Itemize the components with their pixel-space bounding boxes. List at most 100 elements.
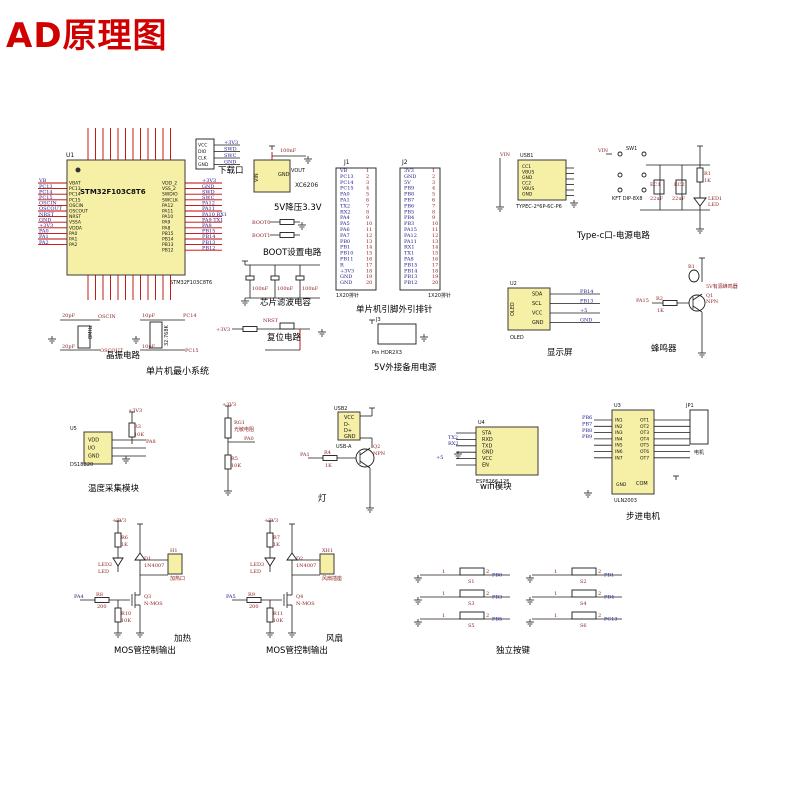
- j1-num: 11: [366, 227, 372, 233]
- buzzer-q: Q1: [706, 293, 713, 299]
- j2-net: PB5: [404, 209, 414, 215]
- xtal2: 32.768K: [164, 325, 170, 346]
- j1-net: PC15: [340, 186, 354, 192]
- j2-num: 16: [432, 257, 438, 263]
- key-ref: S5: [468, 623, 475, 629]
- j2-net: PA12: [404, 233, 417, 239]
- svg-text:1K: 1K: [704, 178, 711, 184]
- mcu-right-pin: VSS_2: [162, 186, 176, 192]
- buzzer: B1 5V有源蜂鸣器 PA15 R2 1K Q1 NPN 蜂鸣器: [636, 257, 738, 358]
- uln-com: COM: [636, 481, 648, 487]
- esp-net: RX2: [448, 441, 459, 447]
- xtal-oscout: OSCOUT: [100, 348, 124, 354]
- j1-num: 17: [366, 262, 372, 268]
- j2-num: 6: [432, 198, 435, 204]
- j2-net: 3V3: [404, 168, 414, 174]
- swd-net: +3V3: [224, 140, 238, 146]
- svg-text:22uF: 22uF: [672, 196, 686, 202]
- uln-in: IN3: [615, 430, 623, 436]
- ldr-r: R5: [231, 456, 238, 462]
- xtal-pc15: PC15: [185, 348, 199, 354]
- svg-text:GND: GND: [344, 434, 356, 440]
- reg-gnd: GND: [278, 172, 290, 178]
- mos-vcc: +3V3: [264, 518, 278, 524]
- j2-net: PA8: [404, 257, 414, 263]
- j1-num: 19: [366, 274, 372, 280]
- j1-num: 20: [366, 280, 372, 286]
- esp-pin: VCC: [482, 456, 493, 462]
- fan-label: 风扇: [326, 633, 343, 644]
- swd-net: GND: [224, 160, 236, 166]
- uln-in: IN1: [615, 418, 623, 424]
- j2-net: 5V: [404, 180, 411, 186]
- j2-net: PB9: [404, 186, 414, 192]
- uln-conn-label: 电机: [694, 449, 704, 456]
- ds18b20-net: PA8: [146, 439, 156, 445]
- uln-out: OT6: [640, 449, 649, 455]
- uln-out: OT3: [640, 430, 649, 436]
- section-buzzer: 蜂鸣器: [651, 343, 677, 354]
- j1-num: 14: [366, 245, 372, 251]
- j2-num: 18: [432, 268, 438, 274]
- mcu-left-net: +3V3: [39, 223, 53, 229]
- mos-d: D2: [296, 556, 303, 562]
- section-temp: 温度采集模块: [88, 483, 140, 494]
- mos-r2: R8: [96, 592, 103, 598]
- esp-pin: GND: [482, 450, 494, 456]
- j2-num: 17: [432, 262, 438, 268]
- wifi-module: U4 ESP8266-12F STARXDTXDGNDVCCENTX2RX2+5…: [436, 420, 539, 492]
- reg-cap: 100nF: [280, 148, 297, 154]
- uln-net: PB6: [582, 415, 592, 421]
- j1-num: 1: [366, 168, 369, 174]
- j1-net: +3V3: [340, 268, 354, 274]
- mcu-left-net: PA1: [39, 234, 49, 240]
- j1-num: 7: [366, 203, 369, 209]
- key-net: PC13: [604, 617, 618, 623]
- j1-net: PC13: [340, 174, 354, 180]
- sw1-ref: SW1: [626, 146, 637, 152]
- mos-net: PA4: [74, 594, 84, 600]
- j2-num: 5: [432, 192, 435, 198]
- mcu-right-net: PB12: [202, 245, 215, 251]
- oled-pin: SCL: [532, 301, 542, 307]
- j1-net: GND: [340, 280, 352, 286]
- j2-net: PB3: [404, 221, 414, 227]
- esp-vcc: +5: [436, 455, 443, 461]
- j1-net: VB: [339, 168, 348, 174]
- section-mcu-min-system: 单片机最小系统: [146, 365, 209, 377]
- ds18b20-r: R3: [134, 424, 141, 430]
- j1-net: PA4: [340, 215, 350, 221]
- mcu-left-pin: PC14: [69, 192, 81, 198]
- oled-pin: GND: [532, 320, 544, 326]
- key-pin: 1: [442, 613, 445, 619]
- mos-r3v: 10K: [121, 618, 131, 624]
- j1-net: PB0: [340, 239, 350, 245]
- mcu-left-net: PA2: [39, 240, 49, 246]
- mcu-left-net: OSCIN: [39, 201, 57, 207]
- mcu-left-net: PA0: [39, 229, 49, 235]
- section-ext-power: 5V外接备用电源: [374, 362, 437, 373]
- key-net: PB1: [604, 573, 614, 579]
- mcu-part-label: STM32F103C8T6: [80, 188, 146, 196]
- mcu-left-pin: OSCOUT: [69, 209, 88, 215]
- mos-led-type: LED: [98, 569, 109, 575]
- oled-net: +5: [580, 308, 587, 314]
- key-ref: S1: [468, 579, 475, 585]
- j1-num: 2: [366, 174, 369, 180]
- mcu-right-pin: SWDIO: [162, 192, 178, 198]
- svg-text:OLED: OLED: [510, 302, 516, 316]
- lamp-rv: 1K: [325, 463, 332, 469]
- xtal-c3: 10pF: [142, 313, 156, 319]
- mcu-right-pin: PB12: [162, 248, 174, 254]
- j1-num: 8: [366, 209, 369, 215]
- key-pin: 2: [486, 613, 489, 619]
- key-net: PB0: [492, 573, 502, 579]
- mos-qtype: N-MOS: [296, 601, 315, 607]
- j1-num: 9: [366, 215, 369, 221]
- mos-net: PA5: [226, 594, 236, 600]
- svg-text:22uF: 22uF: [650, 196, 664, 202]
- key-ref: S6: [580, 623, 587, 629]
- buzzer-rv: 1K: [657, 308, 664, 314]
- xtal-oscin: OSCIN: [98, 314, 116, 320]
